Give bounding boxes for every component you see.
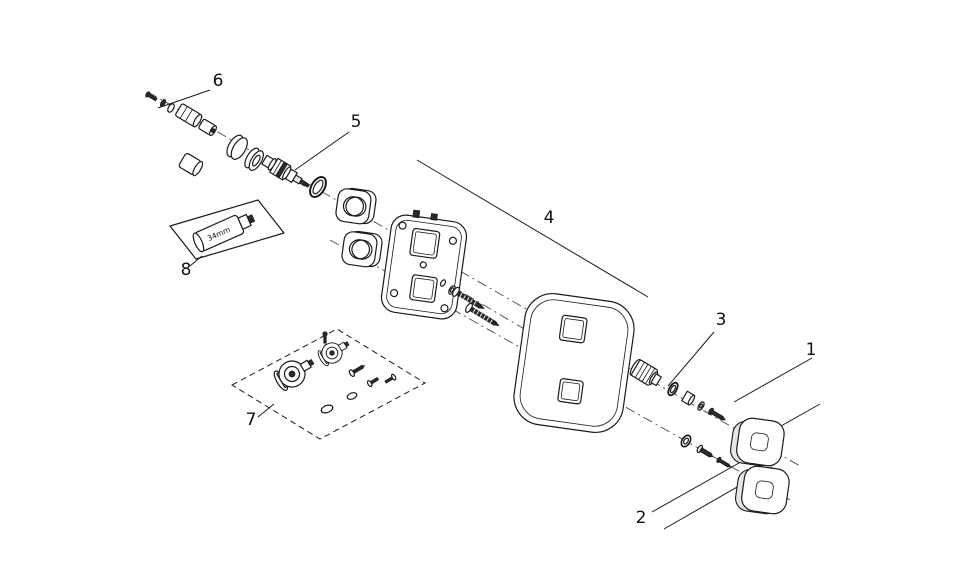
label-part6: 6 — [213, 71, 224, 91]
handle-bottom — [735, 465, 790, 515]
center-axes — [147, 91, 801, 501]
square-sleeve-bottom — [341, 230, 383, 268]
fixing-screws — [439, 279, 500, 327]
retaining-ring — [309, 175, 327, 199]
part8-box — [169, 199, 285, 260]
handle-top — [730, 417, 785, 467]
square-sleeve-top — [335, 187, 377, 225]
label-part3: 3 — [716, 310, 727, 330]
adapter-small — [317, 341, 350, 367]
part2-fixing-set — [680, 434, 732, 468]
part-number-labels: 6 5 4 3 1 2 7 8 — [181, 71, 817, 528]
label-part4: 4 — [544, 208, 555, 228]
part7-box — [230, 328, 427, 440]
label-part7: 7 — [246, 410, 257, 430]
label-part8: 8 — [181, 260, 192, 280]
adapter-large — [273, 358, 315, 391]
valve-spindle — [175, 103, 203, 128]
bushing-cup — [178, 153, 204, 177]
part7-adapter-kit — [273, 331, 397, 414]
mounting-plate — [380, 209, 468, 320]
part8-extension-sleeve: 34mm — [192, 213, 256, 253]
label-part1: 1 — [806, 340, 817, 360]
part6-screw-set — [145, 91, 218, 137]
escutcheon-plate — [513, 293, 635, 433]
label-part5: 5 — [351, 112, 362, 132]
part5-cartridge — [261, 154, 327, 199]
flow-regulator-discs — [226, 134, 264, 171]
part3-adapter-set — [629, 358, 726, 421]
label-part2: 2 — [636, 508, 647, 528]
